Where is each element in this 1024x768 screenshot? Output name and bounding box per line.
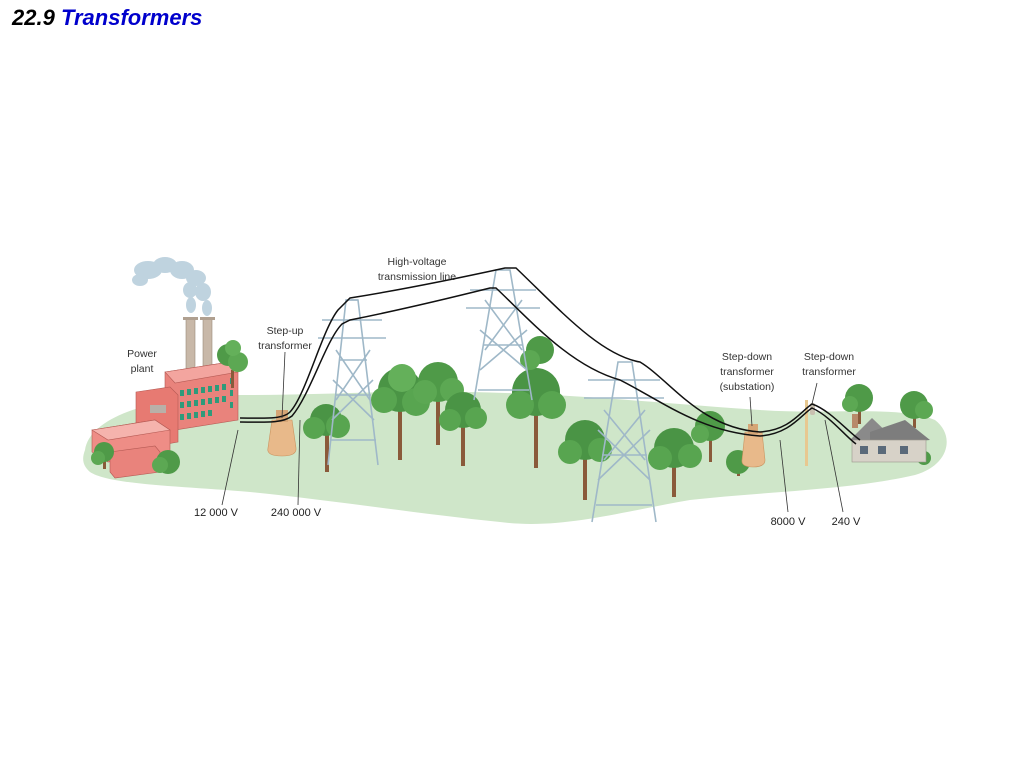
tree-icon (439, 392, 487, 466)
step-down-transformer-label: transformer (802, 366, 856, 378)
trees (91, 336, 933, 500)
tree-icon (91, 442, 114, 469)
tree-icon (506, 336, 566, 468)
transmission-lines (239, 267, 861, 445)
high-voltage-line-label: High-voltage (388, 256, 447, 268)
substation-transformer-label: Step-down (722, 351, 772, 363)
high-voltage-line-label: transmission line (378, 271, 456, 283)
ground-area (83, 391, 947, 524)
substation-transformer-label: (substation) (720, 381, 775, 393)
step-up-transformer-label: Step-up (267, 325, 304, 337)
transmission-tower-icon (584, 361, 664, 523)
tree-icon (842, 384, 873, 424)
tree-icon (558, 420, 612, 500)
power-plant-icon (91, 317, 239, 479)
tree-icon (413, 362, 464, 445)
tree-icon (648, 428, 702, 497)
voltage-label-plant: 12 000 V (194, 507, 239, 519)
leader-lines (221, 351, 844, 513)
tree-icon (217, 340, 248, 388)
smoke-icon (132, 257, 212, 316)
power-plant-label: Power (127, 348, 157, 360)
tree-icon (900, 391, 933, 428)
house-icon (850, 414, 930, 463)
substation-transformer-label: transformer (720, 366, 774, 378)
step-down-transformer-label: Step-down (804, 351, 854, 363)
voltage-label-house: 240 V (832, 516, 861, 528)
transmission-tower-icon (466, 269, 540, 401)
voltage-label-substation: 8000 V (771, 516, 807, 528)
slide-number: 22.9 (12, 5, 55, 30)
tree-icon (152, 450, 180, 474)
power-plant-label: plant (131, 363, 154, 375)
substation-transformer-icon (741, 424, 766, 468)
step-up-transformer-label: transformer (258, 340, 312, 352)
slide-title: 22.9 Transformers (12, 5, 202, 31)
voltage-label-step-up: 240 000 V (271, 507, 322, 519)
slide-title-text: Transformers (60, 5, 203, 30)
